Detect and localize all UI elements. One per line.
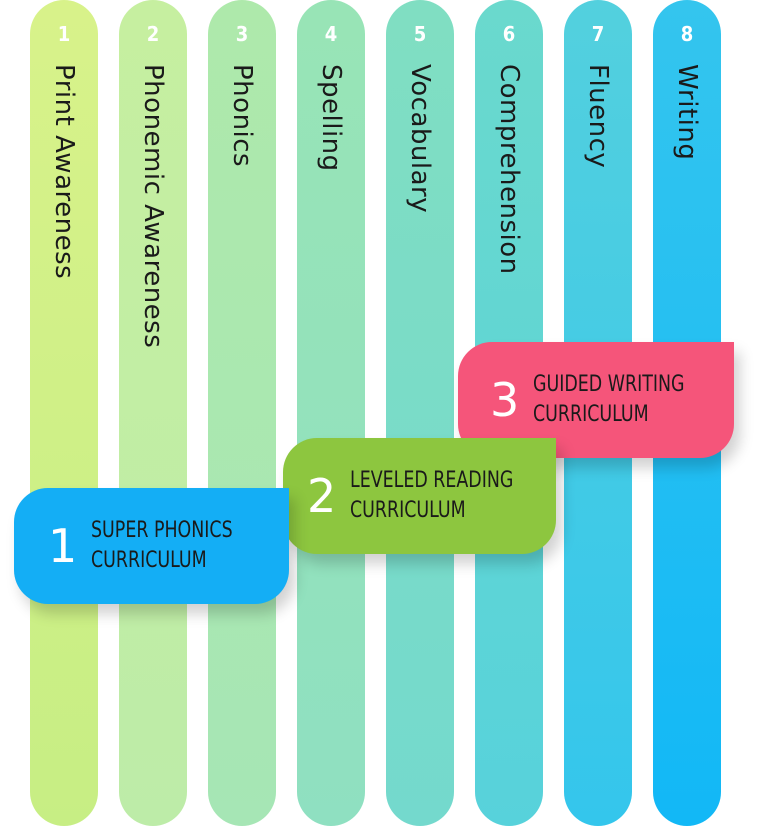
pillar-number: 2 (146, 22, 160, 46)
callout-text: GUIDED WRITING CURRICULUM (533, 370, 684, 430)
callout-line1: LEVELED READING (350, 468, 514, 493)
callout-number: 2 (307, 469, 337, 523)
callout-line2: CURRICULUM (533, 402, 649, 427)
pillar-label: Phonics (227, 64, 257, 168)
callout-number: 3 (490, 373, 520, 427)
callout-line2: CURRICULUM (91, 548, 207, 573)
pillar-phonics: 3 Phonics (208, 0, 276, 826)
pillar-spelling: 4 Spelling (297, 0, 365, 826)
pillar-label: Fluency (583, 64, 613, 169)
pillar-phonemic-awareness: 2 Phonemic Awareness (119, 0, 187, 826)
pillar-label: Spelling (316, 64, 346, 172)
callout-super-phonics: 1 SUPER PHONICS CURRICULUM (14, 488, 289, 604)
callout-line2: CURRICULUM (350, 498, 466, 523)
pillar-number: 8 (680, 22, 694, 46)
pillar-label: Writing (672, 64, 702, 161)
pillar-label: Vocabulary (405, 64, 435, 214)
callout-number: 1 (48, 519, 78, 573)
pillar-number: 7 (591, 22, 605, 46)
pillar-print-awareness: 1 Print Awareness (30, 0, 98, 826)
pillar-label: Print Awareness (49, 64, 79, 280)
callout-line1: GUIDED WRITING (533, 372, 685, 397)
pillar-number: 3 (235, 22, 249, 46)
pillar-number: 6 (502, 22, 516, 46)
callout-leveled-reading: 2 LEVELED READING CURRICULUM (283, 438, 556, 554)
pillar-label: Phonemic Awareness (138, 64, 168, 349)
pillar-number: 1 (57, 22, 71, 46)
callout-text: LEVELED READING CURRICULUM (350, 466, 513, 526)
pillar-number: 4 (324, 22, 338, 46)
pillar-label: Comprehension (494, 64, 524, 275)
pillar-number: 5 (413, 22, 427, 46)
pillar-vocabulary: 5 Vocabulary (386, 0, 454, 826)
callout-text: SUPER PHONICS CURRICULUM (91, 516, 233, 576)
callout-line1: SUPER PHONICS (91, 518, 233, 543)
